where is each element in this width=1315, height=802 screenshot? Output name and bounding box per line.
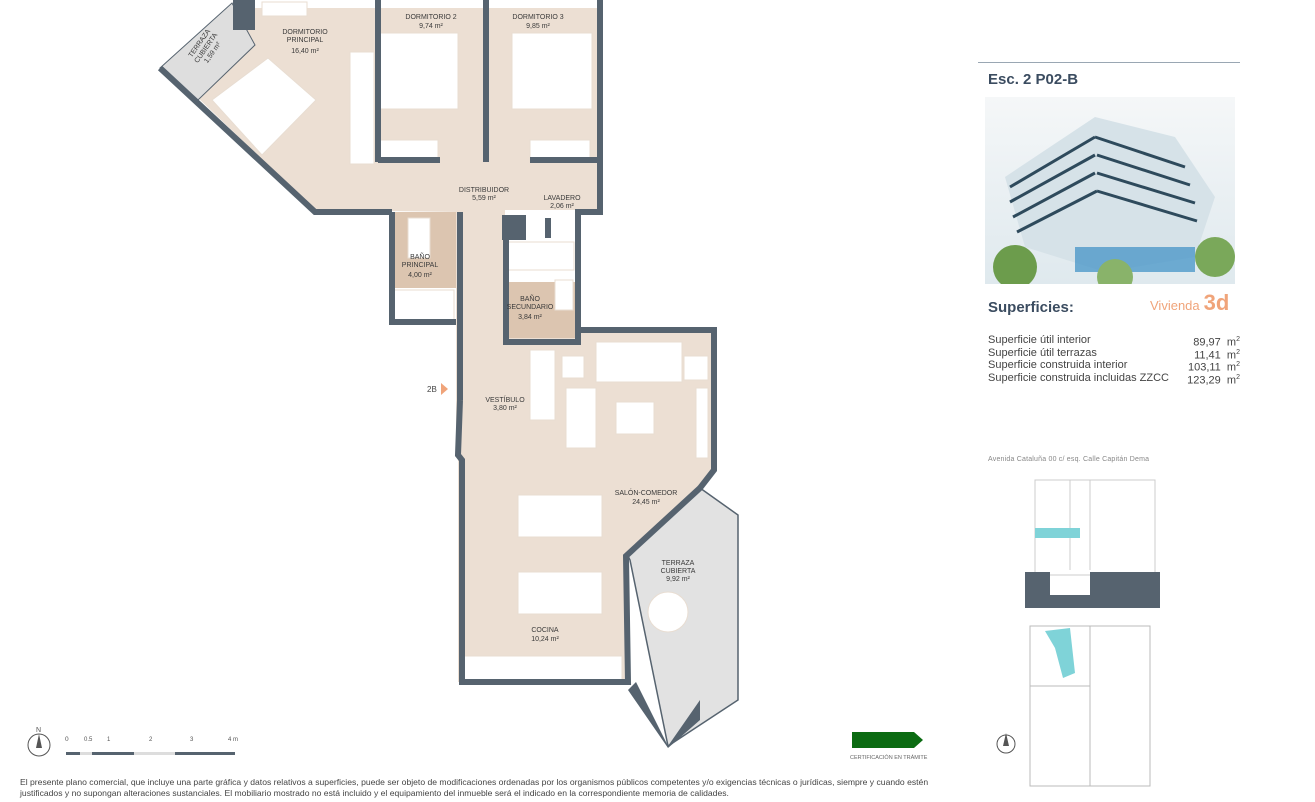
north-arrow-icon: N [27, 727, 51, 757]
svg-text:COCINA: COCINA [531, 627, 559, 634]
floor-key-plan [1029, 625, 1151, 787]
svg-text:1: 1 [107, 737, 111, 743]
svg-text:SECUNDARIO: SECUNDARIO [507, 304, 554, 311]
surfaces-heading: Superficies: [988, 299, 1074, 316]
energy-certification-arrow-icon [852, 732, 923, 748]
svg-text:N: N [36, 727, 41, 734]
north-arrow-key-icon [996, 733, 1016, 754]
svg-text:3,80 m²: 3,80 m² [493, 405, 517, 412]
svg-text:CUBIERTA: CUBIERTA [661, 568, 696, 575]
walls [157, 0, 717, 685]
unit-title: Esc. 2 P02-B [988, 71, 1079, 88]
svg-text:10,24 m²: 10,24 m² [531, 636, 559, 643]
scale-bar: 0 0.5 1 2 3 4 m [65, 736, 238, 755]
svg-text:LAVADERO: LAVADERO [543, 195, 581, 202]
building-render [985, 97, 1235, 284]
svg-text:5,59 m²: 5,59 m² [472, 195, 496, 202]
svg-text:DORMITORIO 2: DORMITORIO 2 [405, 14, 456, 21]
svg-text:4,00 m²: 4,00 m² [408, 272, 432, 279]
svg-text:PRINCIPAL: PRINCIPAL [402, 262, 439, 269]
room-labels: TERRAZACUBIERTA1,59 m² DORMITORIO PRINCI… [188, 14, 696, 643]
svg-text:DISTRIBUIDOR: DISTRIBUIDOR [459, 187, 509, 194]
svg-text:16,40 m²: 16,40 m² [291, 48, 319, 55]
svg-text:BAÑO: BAÑO [520, 294, 540, 303]
entrance-arrow-icon [441, 383, 448, 395]
svg-text:4 m: 4 m [228, 737, 238, 743]
certification-label: CERTIFICACIÓN EN TRÁMITE [850, 755, 928, 761]
svg-text:9,92 m²: 9,92 m² [666, 576, 690, 583]
svg-text:TERRAZA: TERRAZA [662, 560, 695, 567]
svg-text:3: 3 [190, 737, 194, 743]
svg-text:DORMITORIO 3: DORMITORIO 3 [512, 14, 563, 21]
svg-text:2,06 m²: 2,06 m² [550, 203, 574, 210]
svg-text:PRINCIPAL: PRINCIPAL [287, 37, 324, 44]
svg-text:BAÑO: BAÑO [410, 252, 430, 261]
building-key-plan [1025, 479, 1160, 608]
svg-text:9,85 m²: 9,85 m² [526, 23, 550, 30]
svg-text:0.5: 0.5 [84, 737, 93, 743]
svg-text:2: 2 [149, 737, 153, 743]
entrance-label: 2B [427, 385, 437, 394]
svg-text:3,84 m²: 3,84 m² [518, 314, 542, 321]
svg-text:9,74 m²: 9,74 m² [419, 23, 443, 30]
svg-text:SALÓN-COMEDOR: SALÓN-COMEDOR [615, 488, 678, 497]
svg-text:DORMITORIO: DORMITORIO [282, 29, 328, 36]
svg-text:0: 0 [65, 736, 69, 743]
floor-plan: TERRAZACUBIERTA1,59 m² DORMITORIO PRINCI… [27, 0, 739, 757]
furniture [211, 1, 709, 681]
address-line: Avenida Cataluña 00 c/ esq. Calle Capitá… [988, 456, 1150, 463]
svg-text:24,45 m²: 24,45 m² [632, 499, 660, 506]
svg-text:VESTÍBULO: VESTÍBULO [485, 395, 525, 404]
legal-disclaimer: El presente plano comercial, que incluye… [20, 777, 929, 798]
title-divider [978, 62, 1240, 63]
